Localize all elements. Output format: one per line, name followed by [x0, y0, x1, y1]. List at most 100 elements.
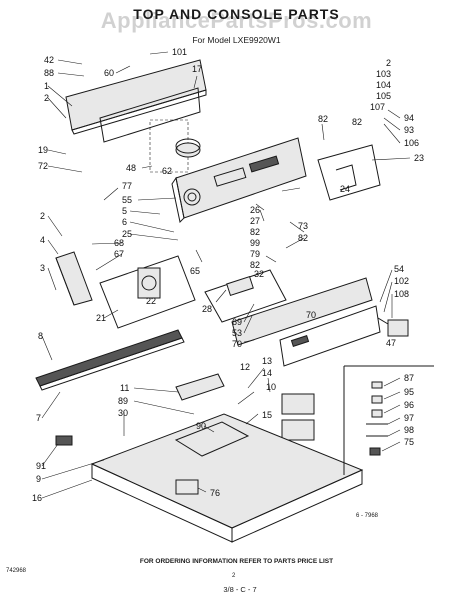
- callout-number: 47: [386, 338, 396, 348]
- end-cap-bracket: [317, 144, 381, 201]
- callout-number: 95: [404, 387, 414, 397]
- callout-number: 1: [44, 81, 49, 91]
- inner-console-panel: [99, 87, 201, 173]
- callout-number: 107: [370, 102, 385, 112]
- sheet-code: 3/8 - C - 7: [223, 585, 257, 594]
- callout-number: 65: [190, 266, 200, 276]
- callout-number: 22: [146, 296, 156, 306]
- callout-number: 60: [104, 68, 114, 78]
- callout-number: 69: [232, 317, 242, 327]
- callout-labels: 42 88 1 2 19 72 77 55 5 2 4 3 6 25 68 67…: [32, 47, 424, 503]
- control-module: [99, 255, 196, 329]
- callout-number: 62: [162, 166, 172, 176]
- callout-number: 82: [352, 117, 362, 127]
- callout-number: 99: [250, 238, 260, 248]
- callout-number: 97: [404, 413, 414, 423]
- main-console: [171, 137, 307, 224]
- leader-lines: [41, 51, 411, 499]
- callout-number: 5: [122, 206, 127, 216]
- callout-number: 68: [114, 238, 124, 248]
- rear-console-panel: [65, 59, 207, 135]
- callout-number: 82: [250, 260, 260, 270]
- callout-number: 25: [122, 229, 132, 239]
- control-bracket: [204, 269, 287, 323]
- callout-number: 93: [404, 125, 414, 135]
- callout-number: 82: [298, 233, 308, 243]
- callout-number: 53: [232, 328, 242, 338]
- callout-number: 19: [38, 145, 48, 155]
- callout-number: 17: [192, 64, 202, 74]
- callout-number: 7: [36, 413, 41, 423]
- callout-number: 87: [404, 373, 414, 383]
- callout-number: 90: [196, 421, 206, 431]
- callout-number: 48: [126, 163, 136, 173]
- callout-number: 8: [38, 331, 43, 341]
- callout-number: 16: [32, 493, 42, 503]
- callout-number: 13: [262, 356, 272, 366]
- watermark-text: AppliancePartsPros.com: [100, 8, 373, 33]
- ordering-note: FOR ORDERING INFORMATION REFER TO PARTS …: [139, 558, 334, 565]
- top-panel: [90, 413, 364, 543]
- callout-number: 70: [306, 310, 316, 320]
- dispenser-box: [281, 393, 315, 441]
- callout-number: 106: [404, 138, 419, 148]
- callout-number: 91: [36, 461, 46, 471]
- callout-number: 32: [254, 269, 264, 279]
- callout-number: 14: [262, 368, 272, 378]
- callout-number: 79: [250, 249, 260, 259]
- callout-number: 82: [318, 114, 328, 124]
- callout-number: 30: [118, 408, 128, 418]
- callout-number: 11: [120, 383, 129, 393]
- callout-number: 77: [122, 181, 132, 191]
- front-console-trim: [231, 277, 381, 367]
- small-clip-part: [55, 435, 73, 446]
- callout-number: 6: [122, 217, 127, 227]
- callout-number: 103: [376, 69, 391, 79]
- callout-number: 2: [386, 58, 391, 68]
- page-title: TOP AND CONSOLE PARTS: [133, 6, 340, 22]
- callout-number: 54: [394, 264, 404, 274]
- lid-panel: [175, 373, 225, 401]
- callout-number: 55: [122, 195, 132, 205]
- callout-number: 96: [404, 400, 414, 410]
- timer-knob: [175, 138, 201, 158]
- callout-number: 89: [118, 396, 128, 406]
- callout-number: 4: [40, 235, 45, 245]
- callout-number: 94: [404, 113, 414, 123]
- callout-number: 88: [44, 68, 54, 78]
- callout-number: 42: [44, 55, 54, 65]
- model-subtitle: For Model LXE9920W1: [192, 35, 281, 45]
- callout-number: 102: [394, 276, 409, 286]
- callout-number: 24: [340, 184, 350, 194]
- callout-number: 76: [210, 488, 220, 498]
- callout-number: 2: [44, 93, 49, 103]
- reference-code: 742968: [6, 568, 27, 574]
- callout-number: 82: [250, 227, 260, 237]
- callout-number: 98: [404, 425, 414, 435]
- callout-number: 105: [376, 91, 391, 101]
- callout-number: 108: [394, 289, 409, 299]
- callout-number: 70: [232, 339, 242, 349]
- callout-number: 104: [376, 80, 391, 90]
- callout-number: 67: [114, 249, 124, 259]
- callout-number: 3: [40, 263, 45, 273]
- callout-number: 101: [172, 47, 187, 57]
- lid-switch: [377, 317, 409, 337]
- callout-number: 26: [250, 205, 260, 215]
- page-number: 2: [232, 573, 236, 579]
- callout-number: 15: [262, 410, 272, 420]
- trim-strip: [35, 329, 185, 391]
- left-side-bracket: [55, 251, 93, 306]
- callout-number: 12: [240, 362, 250, 372]
- callout-number: 21: [96, 313, 106, 323]
- callout-number: 23: [414, 153, 424, 163]
- callout-number: 10: [266, 382, 276, 392]
- callout-number: 73: [298, 221, 308, 231]
- diagram-code: 6 - 7968: [356, 513, 379, 519]
- callout-number: 9: [36, 474, 41, 484]
- callout-number: 28: [202, 304, 212, 314]
- callout-number: 72: [38, 161, 48, 171]
- callout-number: 2: [40, 211, 45, 221]
- callout-number: 75: [404, 437, 414, 447]
